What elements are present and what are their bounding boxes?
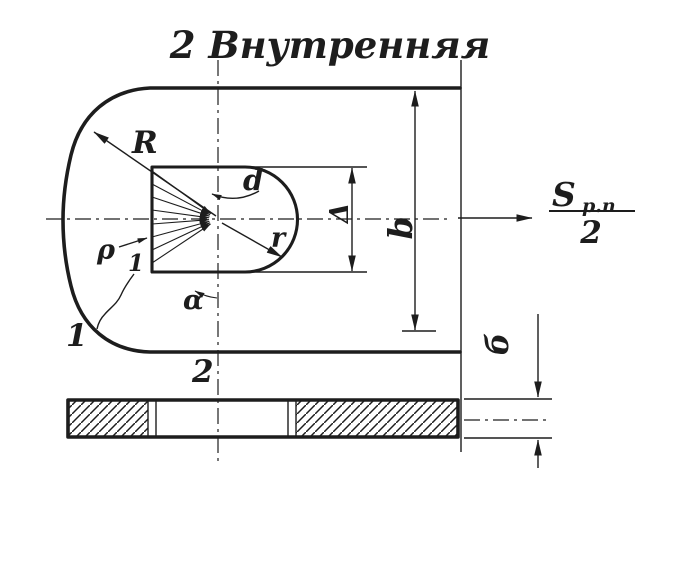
pressure-ray — [151, 209, 210, 220]
rho-leader — [118, 237, 148, 248]
label-r: r — [271, 223, 287, 254]
label-position-1: 1 — [66, 318, 88, 354]
section-view — [66, 398, 460, 439]
label-delta: Δ — [325, 203, 355, 225]
label-rho: ρ — [96, 235, 116, 266]
pressure-ray — [151, 196, 210, 217]
hatched-area-left — [69, 401, 148, 436]
label-s-symbol: S — [552, 175, 576, 214]
center-lines — [46, 60, 548, 463]
section-outline — [66, 398, 460, 439]
pressure-ray — [151, 223, 211, 264]
dimension-delta — [250, 166, 367, 273]
pressure-ray — [151, 183, 211, 216]
label-R: R — [131, 125, 158, 161]
feed-arrow — [458, 210, 635, 222]
hatched-area-right — [296, 401, 457, 436]
pressure-ray — [151, 220, 210, 238]
pressure-ray — [151, 222, 211, 251]
label-s-subscript: р.п — [582, 195, 616, 217]
figure-title: 2 Внутренняя — [169, 23, 490, 67]
hole-contour — [150, 165, 300, 274]
labels: 2 Внутренняя R d r ρ α Δ b б 1 1 2 S р.п… — [66, 23, 616, 390]
alpha-angle-arc — [194, 290, 218, 299]
radius-r-leader — [221, 222, 283, 258]
dimension-thickness — [464, 314, 552, 468]
diameter-d-leader — [211, 190, 260, 201]
label-thickness: б — [480, 333, 516, 355]
label-position-2: 2 — [191, 354, 214, 390]
dimension-b — [402, 90, 436, 332]
position-1-wavy-leader — [96, 273, 135, 330]
plate-outline — [61, 86, 462, 354]
label-b: b — [381, 216, 420, 239]
label-alpha: α — [183, 285, 204, 316]
label-position-1-small: 1 — [128, 250, 144, 277]
radius-R-leader — [93, 131, 217, 217]
label-s-denominator: 2 — [579, 215, 602, 251]
pressure-ray — [151, 217, 210, 225]
main-view — [61, 60, 462, 452]
label-d: d — [243, 163, 263, 197]
